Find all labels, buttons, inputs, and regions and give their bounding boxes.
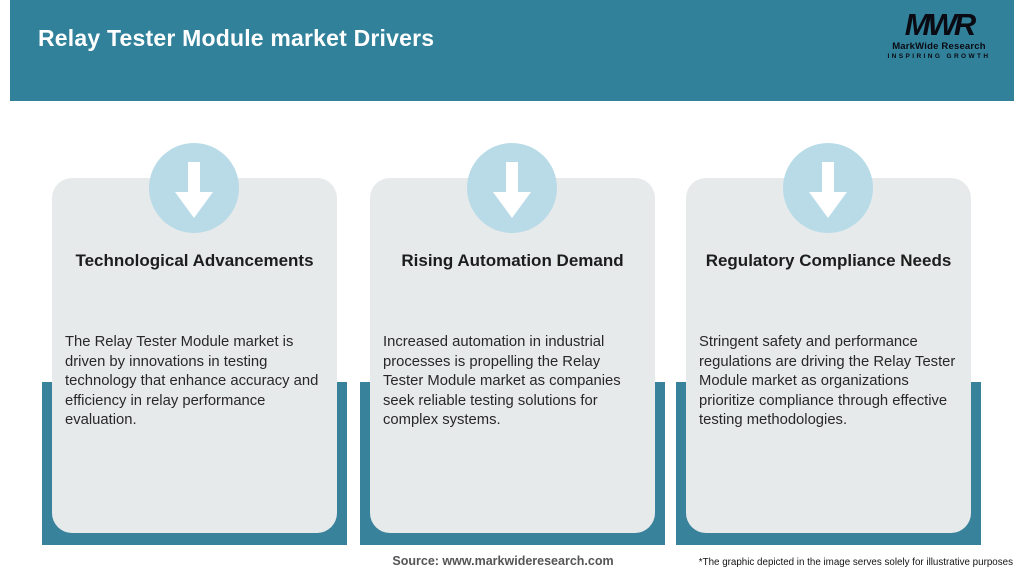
down-arrow-badge [467, 143, 557, 233]
down-arrow-icon [493, 162, 531, 218]
disclaimer-text: *The graphic depicted in the image serve… [698, 557, 1013, 568]
card-title: Regulatory Compliance Needs [705, 251, 952, 270]
driver-card: Rising Automation Demand Increased autom… [370, 178, 655, 533]
source-text: Source: www.markwideresearch.com [392, 554, 614, 568]
down-arrow-icon [175, 162, 213, 218]
down-arrow-badge [783, 143, 873, 233]
card-description: Increased automation in industrial proce… [383, 334, 621, 428]
driver-card: Regulatory Compliance Needs Stringent sa… [686, 178, 971, 533]
logo-tagline: INSPIRING GROWTH [887, 53, 991, 60]
card-title: Rising Automation Demand [401, 251, 624, 270]
logo-name: MarkWide Research [892, 41, 986, 52]
card-description: The Relay Tester Module market is driven… [65, 334, 319, 428]
down-arrow-badge [149, 143, 239, 233]
brand-logo: MWR MarkWide Research INSPIRING GROWTH [874, 9, 1004, 60]
driver-card: Technological Advancements The Relay Tes… [52, 178, 337, 533]
logo-acronym: MWR [904, 7, 976, 42]
card-title: Technological Advancements [75, 251, 314, 270]
card-description: Stringent safety and performance regulat… [699, 334, 956, 428]
page-title: Relay Tester Module market Drivers [38, 25, 435, 51]
page-header: Relay Tester Module market Drivers MWR M… [10, 0, 1014, 101]
down-arrow-icon [809, 162, 847, 218]
